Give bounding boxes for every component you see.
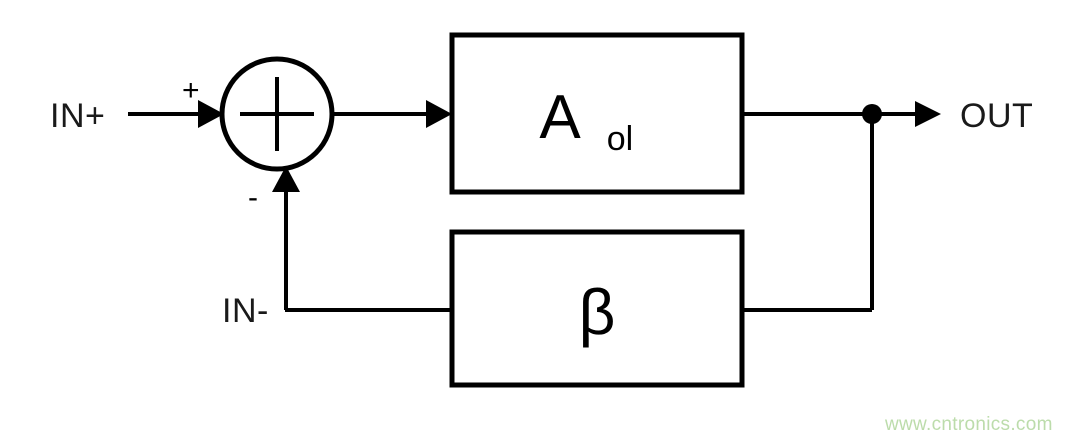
arrowhead-output [915,101,941,127]
watermark: www.cntronics.com [884,414,1053,435]
summing-junction-positive-sign: + [182,74,200,107]
output-tap-node [862,104,882,124]
arrowhead-input-to-summing-junction [198,100,224,128]
block-forward-gain-rect [449,32,745,195]
label-output: OUT [960,97,1033,135]
summing-junction[interactable] [219,56,335,172]
label-input-positive: IN+ [50,97,105,135]
arrowhead-feedback-to-summing-junction [272,166,300,192]
arrowhead-summing-junction-to-forward-gain [426,100,452,128]
block-feedback-network-rect [449,229,745,388]
summing-junction-negative-sign: - [248,181,258,214]
label-input-negative: IN- [222,292,269,330]
block-forward-gain-subscript: ol [607,120,633,158]
block-forward-gain[interactable]: A ol [449,32,745,195]
block-forward-gain-label: A [539,83,581,152]
block-feedback-network-label: β [579,276,616,348]
block-feedback-network[interactable]: β [449,229,745,388]
